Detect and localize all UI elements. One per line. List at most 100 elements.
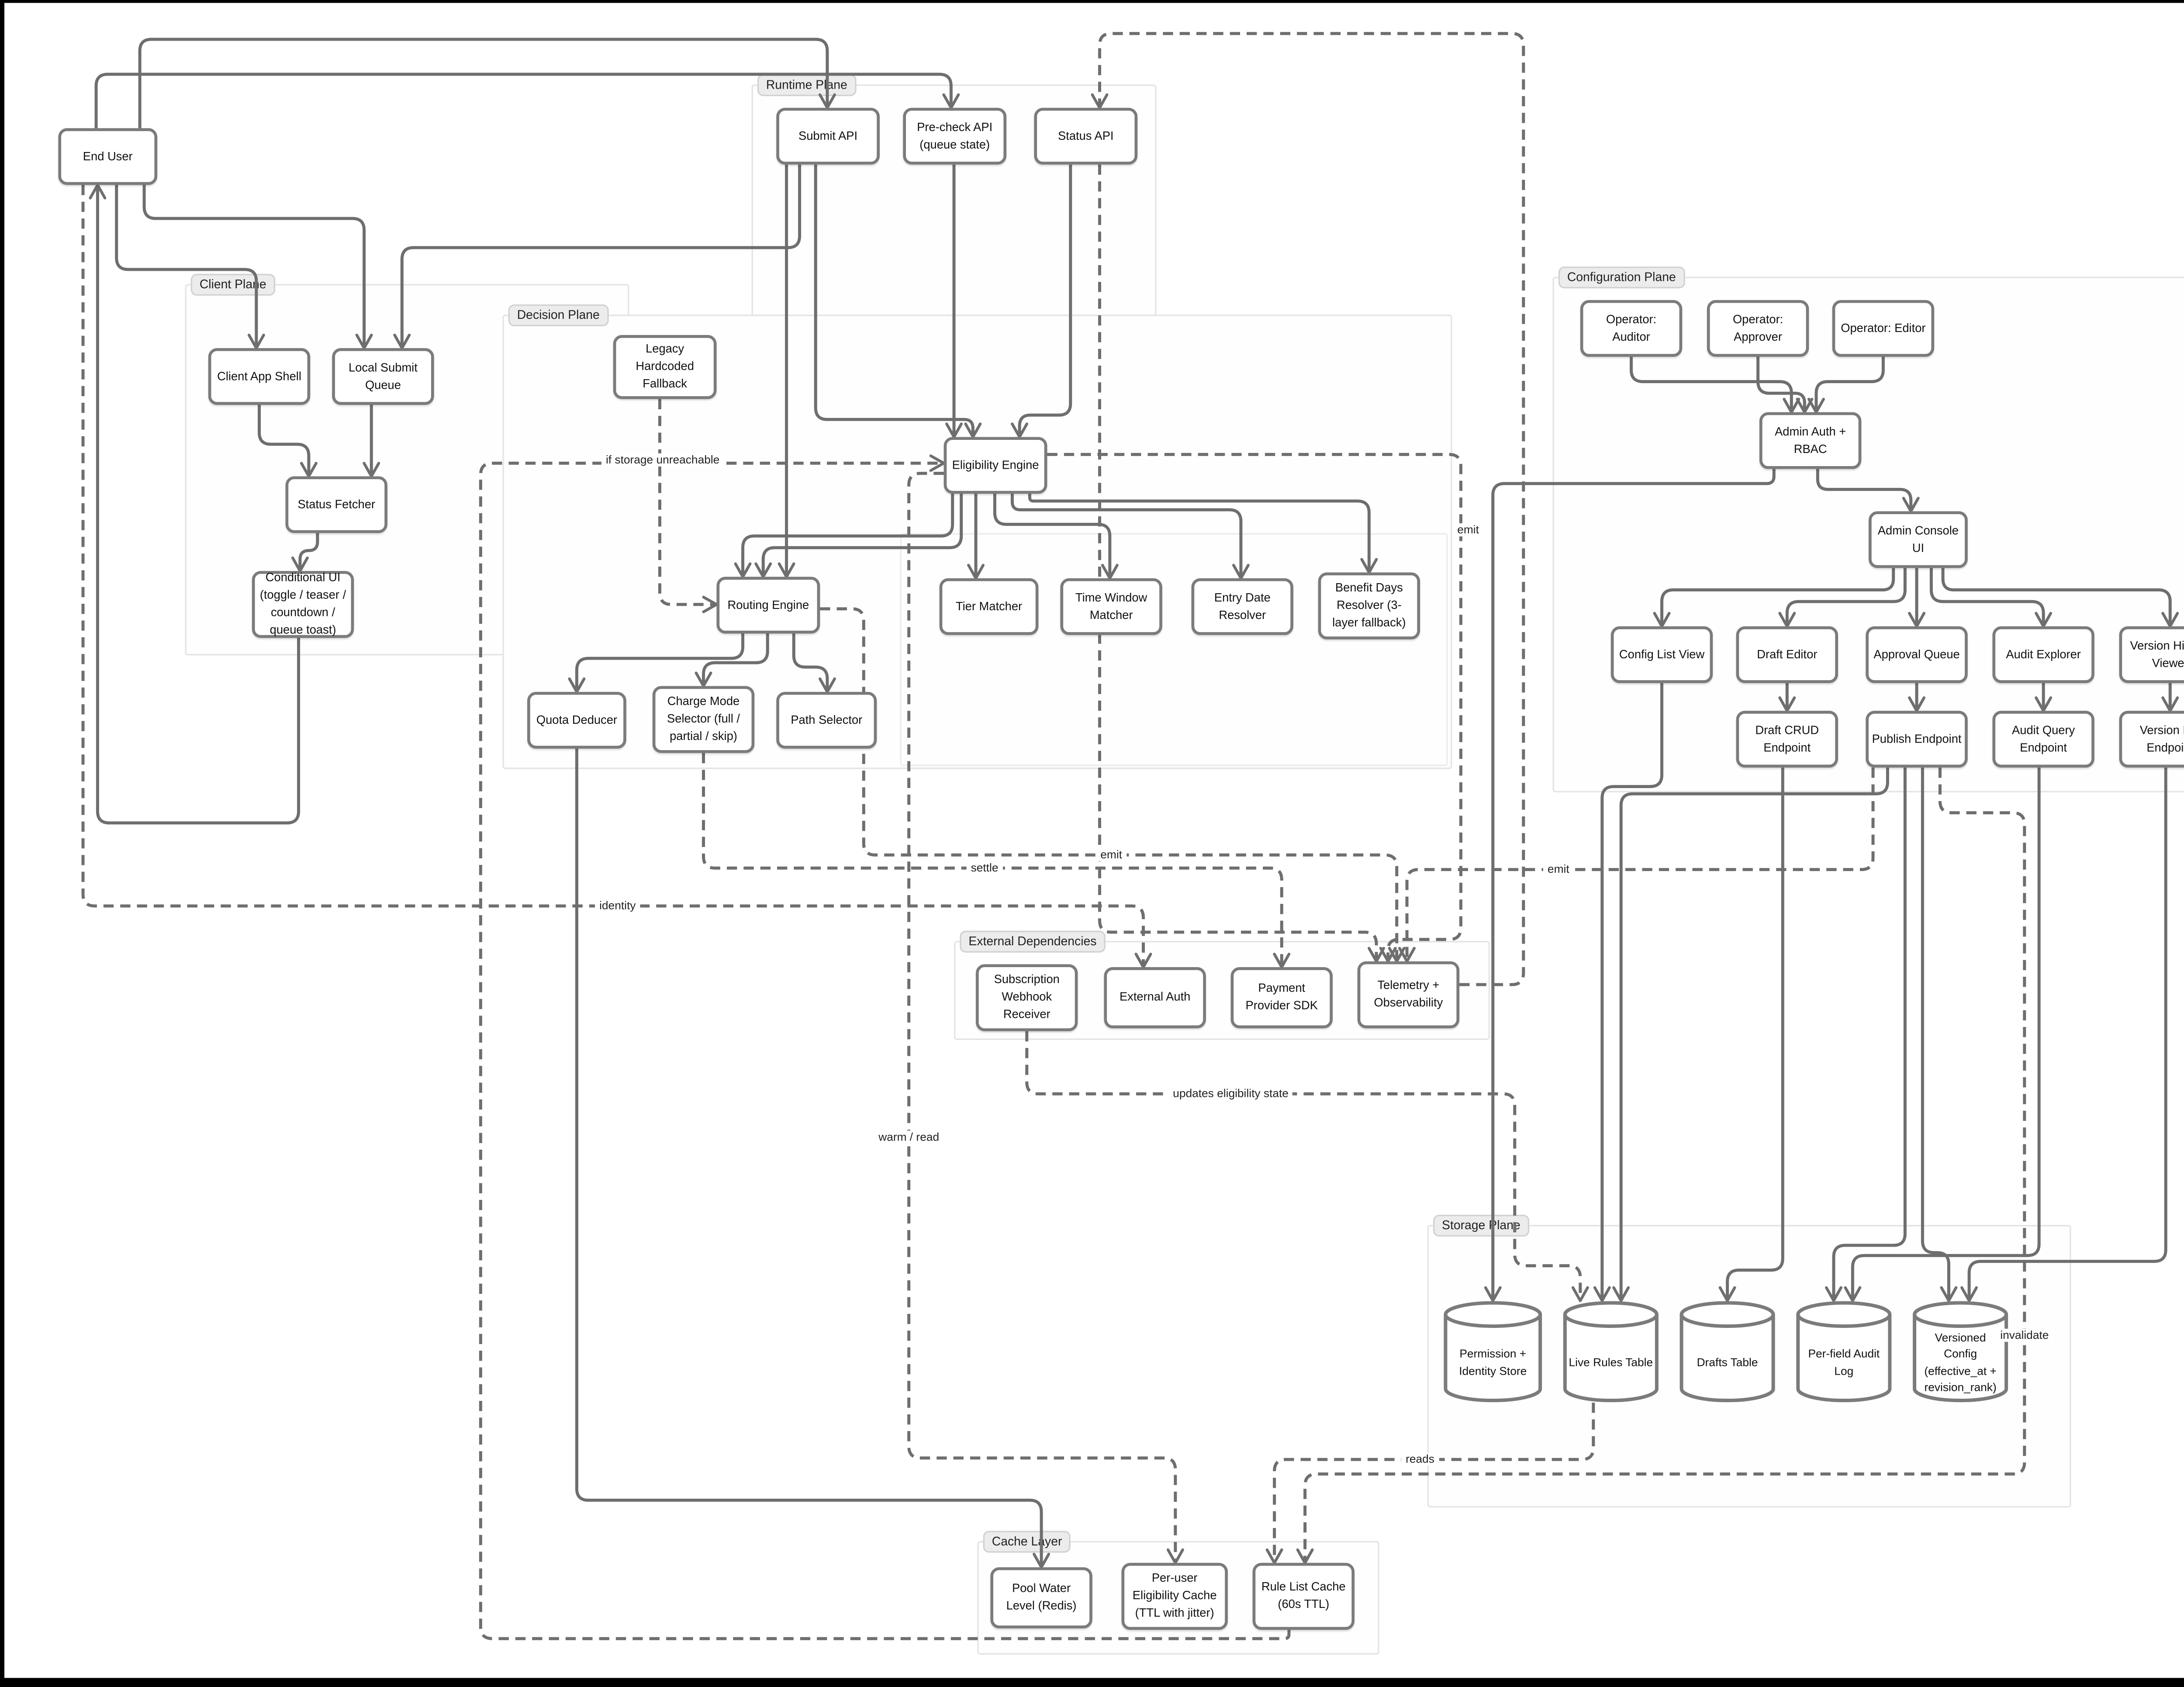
status-fetcher-node[interactable]: Status Fetcher (285, 476, 387, 533)
draft-editor-node[interactable]: Draft Editor (1736, 626, 1838, 683)
end-user-identity-external-auth-edge-label: identity (595, 899, 640, 913)
legacy-to-routing-edge-label: if storage unreachable (601, 453, 724, 467)
time-window-matcher-label: Time Window Matcher (1075, 591, 1147, 622)
per-user-eligibility-cache-label: Per-user Eligibility Cache (TTL with jit… (1132, 1572, 1217, 1620)
config-list-view-label: Config List View (1619, 647, 1705, 661)
external-auth-node[interactable]: External Auth (1104, 967, 1206, 1029)
end-user-node[interactable]: End User (58, 128, 158, 185)
operator-editor-node[interactable]: Operator: Editor (1832, 300, 1935, 357)
draft-editor-label: Draft Editor (1757, 647, 1818, 661)
subscription-webhook-receiver-node[interactable]: Subscription Webhook Receiver (976, 964, 1078, 1031)
submit-api-label: Submit API (798, 129, 858, 142)
config-list-view-node[interactable]: Config List View (1610, 626, 1713, 683)
legacy-fallback-label: Legacy Hardcoded Fallback (636, 342, 694, 391)
configuration-plane-label: Configuration Plane (1558, 266, 1685, 289)
precheck-api-node[interactable]: Pre-check API (queue state) (903, 107, 1007, 165)
live-rules-table-cylinder-icon (1563, 1301, 1659, 1403)
draft-crud-endpoint-label: Draft CRUD Endpoint (1755, 723, 1819, 754)
versioned-config-label: Versioned Config (effective_at + revisio… (1924, 1331, 1997, 1394)
version-diff-endpoint-label: Version Diff Endpoint (2139, 723, 2184, 754)
quota-deducer-label: Quota Deducer (536, 713, 618, 726)
client-app-shell-node[interactable]: Client App Shell (208, 348, 311, 405)
rule-list-cache-node[interactable]: Rule List Cache (60s TTL) (1252, 1563, 1355, 1630)
approval-queue-label: Approval Queue (1873, 647, 1960, 661)
drafts-table-node[interactable]: Drafts Table (1679, 1301, 1776, 1403)
charge-mode-selector-node[interactable]: Charge Mode Selector (full / partial / s… (652, 686, 755, 753)
eligibility-warm-per-user-cache-edge-label: warm / read (874, 1130, 944, 1144)
version-history-viewer-label: Version History Viewer (2130, 639, 2184, 670)
storage-plane-label: Storage Plane (1433, 1214, 1529, 1237)
tier-matcher-node[interactable]: Tier Matcher (939, 578, 1039, 635)
version-diff-endpoint-node[interactable]: Version Diff Endpoint (2119, 711, 2184, 768)
status-fetcher-label: Status Fetcher (297, 497, 376, 511)
publish-invalidate-rule-cache-edge-label: invalidate (1996, 1328, 2053, 1343)
benefit-days-resolver-label: Benefit Days Resolver (3-layer fallback) (1332, 581, 1406, 629)
eligibility-engine-label: Eligibility Engine (952, 458, 1039, 471)
precheck-api-label: Pre-check API (queue state) (917, 120, 993, 151)
local-submit-queue-node[interactable]: Local Submit Queue (332, 348, 434, 405)
live-rules-table-node[interactable]: Live Rules Table (1563, 1301, 1659, 1403)
entry-date-resolver-label: Entry Date Resolver (1214, 591, 1271, 622)
drafts-table-cylinder-icon (1679, 1301, 1775, 1403)
per-user-eligibility-cache-node[interactable]: Per-user Eligibility Cache (TTL with jit… (1121, 1563, 1228, 1630)
benefit-days-resolver-node[interactable]: Benefit Days Resolver (3-layer fallback) (1318, 572, 1420, 640)
decision-subgroup-panel (900, 533, 1448, 766)
external-dependencies-label: External Dependencies (960, 930, 1106, 953)
eligibility-emit-telemetry-edge-label: emit (1453, 523, 1483, 537)
audit-query-endpoint-node[interactable]: Audit Query Endpoint (1992, 711, 2094, 768)
status-api-label: Status API (1058, 129, 1114, 142)
webhook-updates-live-rules-edge-label: updates eligibility state (1168, 1087, 1293, 1101)
operator-editor-label: Operator: Editor (1841, 321, 1926, 335)
submit-api-node[interactable]: Submit API (776, 107, 880, 165)
operator-auditor-node[interactable]: Operator: Auditor (1580, 300, 1683, 357)
decision-plane-label: Decision Plane (508, 304, 608, 327)
audit-explorer-node[interactable]: Audit Explorer (1992, 626, 2094, 683)
client-app-shell-label: Client App Shell (217, 369, 301, 383)
versioned-config-node[interactable]: Versioned Config (effective_at + revisio… (1912, 1301, 2008, 1403)
end-user-label: End User (83, 149, 133, 162)
routing-emit-telemetry-edge-label: emit (1096, 848, 1127, 862)
admin-auth-rbac-node[interactable]: Admin Auth + RBAC (1759, 412, 1862, 469)
local-submit-queue-label: Local Submit Queue (349, 360, 418, 391)
conditional-ui-node[interactable]: Conditional UI (toggle / teaser / countd… (252, 571, 354, 638)
rule-list-cache-label: Rule List Cache (60s TTL) (1261, 1580, 1346, 1611)
runtime-plane-label: Runtime Plane (757, 74, 856, 97)
telemetry-observability-label: Telemetry + Observability (1374, 979, 1443, 1009)
operator-approver-node[interactable]: Operator: Approver (1707, 300, 1809, 357)
per-field-audit-log-node[interactable]: Per-field Audit Log (1796, 1301, 1892, 1403)
time-window-matcher-node[interactable]: Time Window Matcher (1060, 578, 1162, 635)
publish-emit-telemetry-edge-label: emit (1543, 862, 1574, 877)
path-selector-node[interactable]: Path Selector (776, 691, 877, 749)
status-api-node[interactable]: Status API (1034, 107, 1138, 165)
versioned-config-cylinder-icon (1913, 1301, 2008, 1403)
admin-console-ui-label: Admin Console UI (1877, 524, 1959, 554)
live-rules-table-label: Live Rules Table (1569, 1356, 1653, 1369)
payment-provider-sdk-label: Payment Provider SDK (1245, 982, 1318, 1013)
cache-layer-label: Cache Layer (983, 1531, 1071, 1553)
permission-identity-store-label: Permission + Identity Store (1459, 1348, 1527, 1378)
approval-queue-node[interactable]: Approval Queue (1866, 626, 1968, 683)
draft-crud-endpoint-node[interactable]: Draft CRUD Endpoint (1736, 711, 1838, 768)
telemetry-observability-node[interactable]: Telemetry + Observability (1357, 961, 1460, 1029)
live-rules-reads-rule-cache-edge-label: reads (1401, 1452, 1439, 1466)
audit-explorer-label: Audit Explorer (2006, 647, 2081, 661)
external-auth-label: External Auth (1119, 990, 1191, 1004)
pool-water-level-node[interactable]: Pool Water Level (Redis) (990, 1567, 1092, 1628)
eligibility-engine-node[interactable]: Eligibility Engine (943, 437, 1047, 494)
publish-endpoint-node[interactable]: Publish Endpoint (1866, 711, 1968, 768)
legacy-fallback-node[interactable]: Legacy Hardcoded Fallback (613, 335, 717, 399)
version-history-viewer-node[interactable]: Version History Viewer (2119, 626, 2184, 683)
routing-engine-node[interactable]: Routing Engine (716, 577, 820, 634)
operator-auditor-label: Operator: Auditor (1606, 312, 1657, 343)
admin-console-ui-node[interactable]: Admin Console UI (1869, 511, 1968, 568)
operator-approver-label: Operator: Approver (1732, 312, 1783, 343)
charge-settle-payment-edge-label: settle (966, 861, 1003, 875)
quota-deducer-node[interactable]: Quota Deducer (527, 691, 626, 749)
entry-date-resolver-node[interactable]: Entry Date Resolver (1191, 578, 1293, 635)
payment-provider-sdk-node[interactable]: Payment Provider SDK (1230, 967, 1333, 1029)
admin-auth-rbac-label: Admin Auth + RBAC (1775, 425, 1846, 455)
audit-query-endpoint-label: Audit Query Endpoint (2012, 723, 2075, 754)
permission-identity-store-node[interactable]: Permission + Identity Store (1443, 1301, 1542, 1403)
charge-mode-selector-label: Charge Mode Selector (full / partial / s… (667, 695, 740, 743)
